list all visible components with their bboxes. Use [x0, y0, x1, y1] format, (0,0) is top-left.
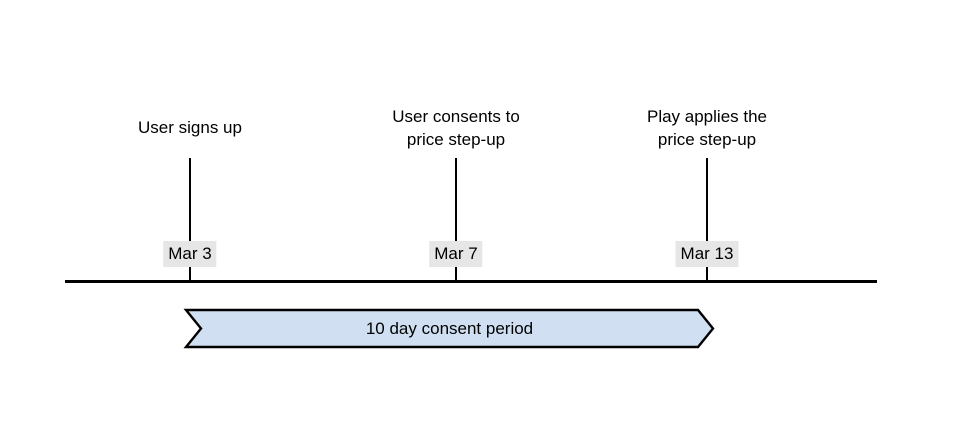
event-tick-play-applies-step-up	[706, 158, 708, 282]
event-label-line-1: User signs up	[138, 118, 242, 137]
arrow-polygon	[183, 308, 715, 349]
timeline-axis	[65, 280, 877, 283]
event-label-line-1: Play applies the	[646, 107, 768, 126]
event-label-play-applies-step-up: Play applies the price step-up	[647, 105, 767, 151]
event-date-play-applies-step-up: Mar 13	[675, 241, 739, 267]
event-label-line-2: price step-up	[657, 130, 757, 149]
event-tick-user-signs-up	[189, 158, 191, 282]
event-tick-user-consents	[455, 158, 457, 282]
event-label-line-1: User consents to	[392, 107, 520, 126]
consent-period-label: 10 day consent period	[365, 318, 534, 338]
event-label-line-2: price step-up	[406, 130, 506, 149]
consent-period-arrow-shape	[183, 308, 715, 349]
consent-period-banner: 10 day consent period	[183, 308, 715, 349]
event-label-user-signs-up: User signs up	[138, 116, 242, 139]
event-label-user-consents: User consents to price step-up	[392, 105, 520, 151]
event-date-user-signs-up: Mar 3	[163, 241, 217, 267]
event-date-user-consents: Mar 7	[429, 241, 483, 267]
